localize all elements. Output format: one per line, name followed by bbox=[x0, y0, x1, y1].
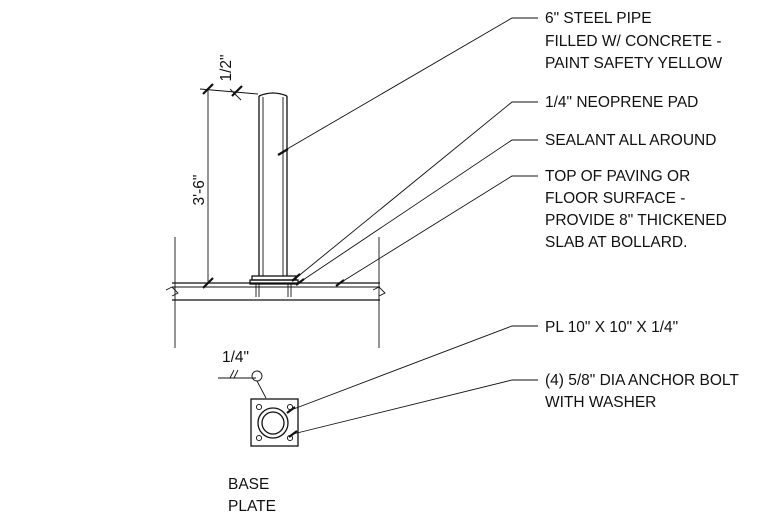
callout-bolt: (4) 5/8" DIA ANCHOR BOLT WITH WASHER bbox=[545, 372, 739, 411]
anchor-bolts-elevation bbox=[255, 284, 292, 297]
height-dimension-label: 3'-6" bbox=[191, 175, 208, 206]
slab bbox=[165, 237, 386, 348]
callout-pipe-line-3: PAINT SAFETY YELLOW bbox=[545, 55, 723, 72]
base-plate-plan bbox=[250, 398, 299, 447]
callout-sealant: SEALANT ALL AROUND bbox=[545, 132, 716, 149]
base-plate-title-line-2: PLATE bbox=[228, 498, 276, 515]
steel-pipe bbox=[258, 92, 288, 276]
callout-bolt-line-2: WITH WASHER bbox=[545, 394, 656, 411]
base-plate-elevation bbox=[249, 279, 299, 285]
callout-paving-line-3: PROVIDE 8" THICKENED bbox=[545, 212, 727, 229]
callout-pad: 1/4" NEOPRENE PAD bbox=[545, 94, 698, 111]
callout-pipe-line-1: 6" STEEL PIPE bbox=[545, 10, 652, 27]
height-dimension: 3'-6" 1/2" bbox=[191, 54, 259, 289]
callout-paving-line-2: FLOOR SURFACE - bbox=[545, 190, 685, 207]
callout-paving-line-1: TOP OF PAVING OR bbox=[545, 168, 690, 185]
callout-bolt-line-1: (4) 5/8" DIA ANCHOR BOLT bbox=[545, 372, 739, 389]
callout-paving: TOP OF PAVING OR FLOOR SURFACE - PROVIDE… bbox=[545, 168, 727, 251]
callout-pipe: 6" STEEL PIPE FILLED W/ CONCRETE - PAINT… bbox=[545, 10, 723, 72]
weld-size-label: 1/4" bbox=[222, 349, 249, 366]
base-plate-title: BASE PLATE bbox=[228, 476, 276, 515]
callout-plate-line-1: PL 10" X 10" X 1/4" bbox=[545, 319, 678, 336]
base-plate-title-line-1: BASE bbox=[228, 476, 269, 493]
top-offset-dimension-label: 1/2" bbox=[218, 54, 235, 81]
callout-plate: PL 10" X 10" X 1/4" bbox=[545, 319, 678, 336]
callout-pipe-line-2: FILLED W/ CONCRETE - bbox=[545, 33, 722, 50]
callout-sealant-line-1: SEALANT ALL AROUND bbox=[545, 132, 716, 149]
callout-pad-line-1: 1/4" NEOPRENE PAD bbox=[545, 94, 698, 111]
leader-lines bbox=[277, 17, 538, 438]
callout-paving-line-4: SLAB AT BOLLARD. bbox=[545, 234, 687, 251]
weld-symbol: 1/4" bbox=[218, 349, 267, 399]
